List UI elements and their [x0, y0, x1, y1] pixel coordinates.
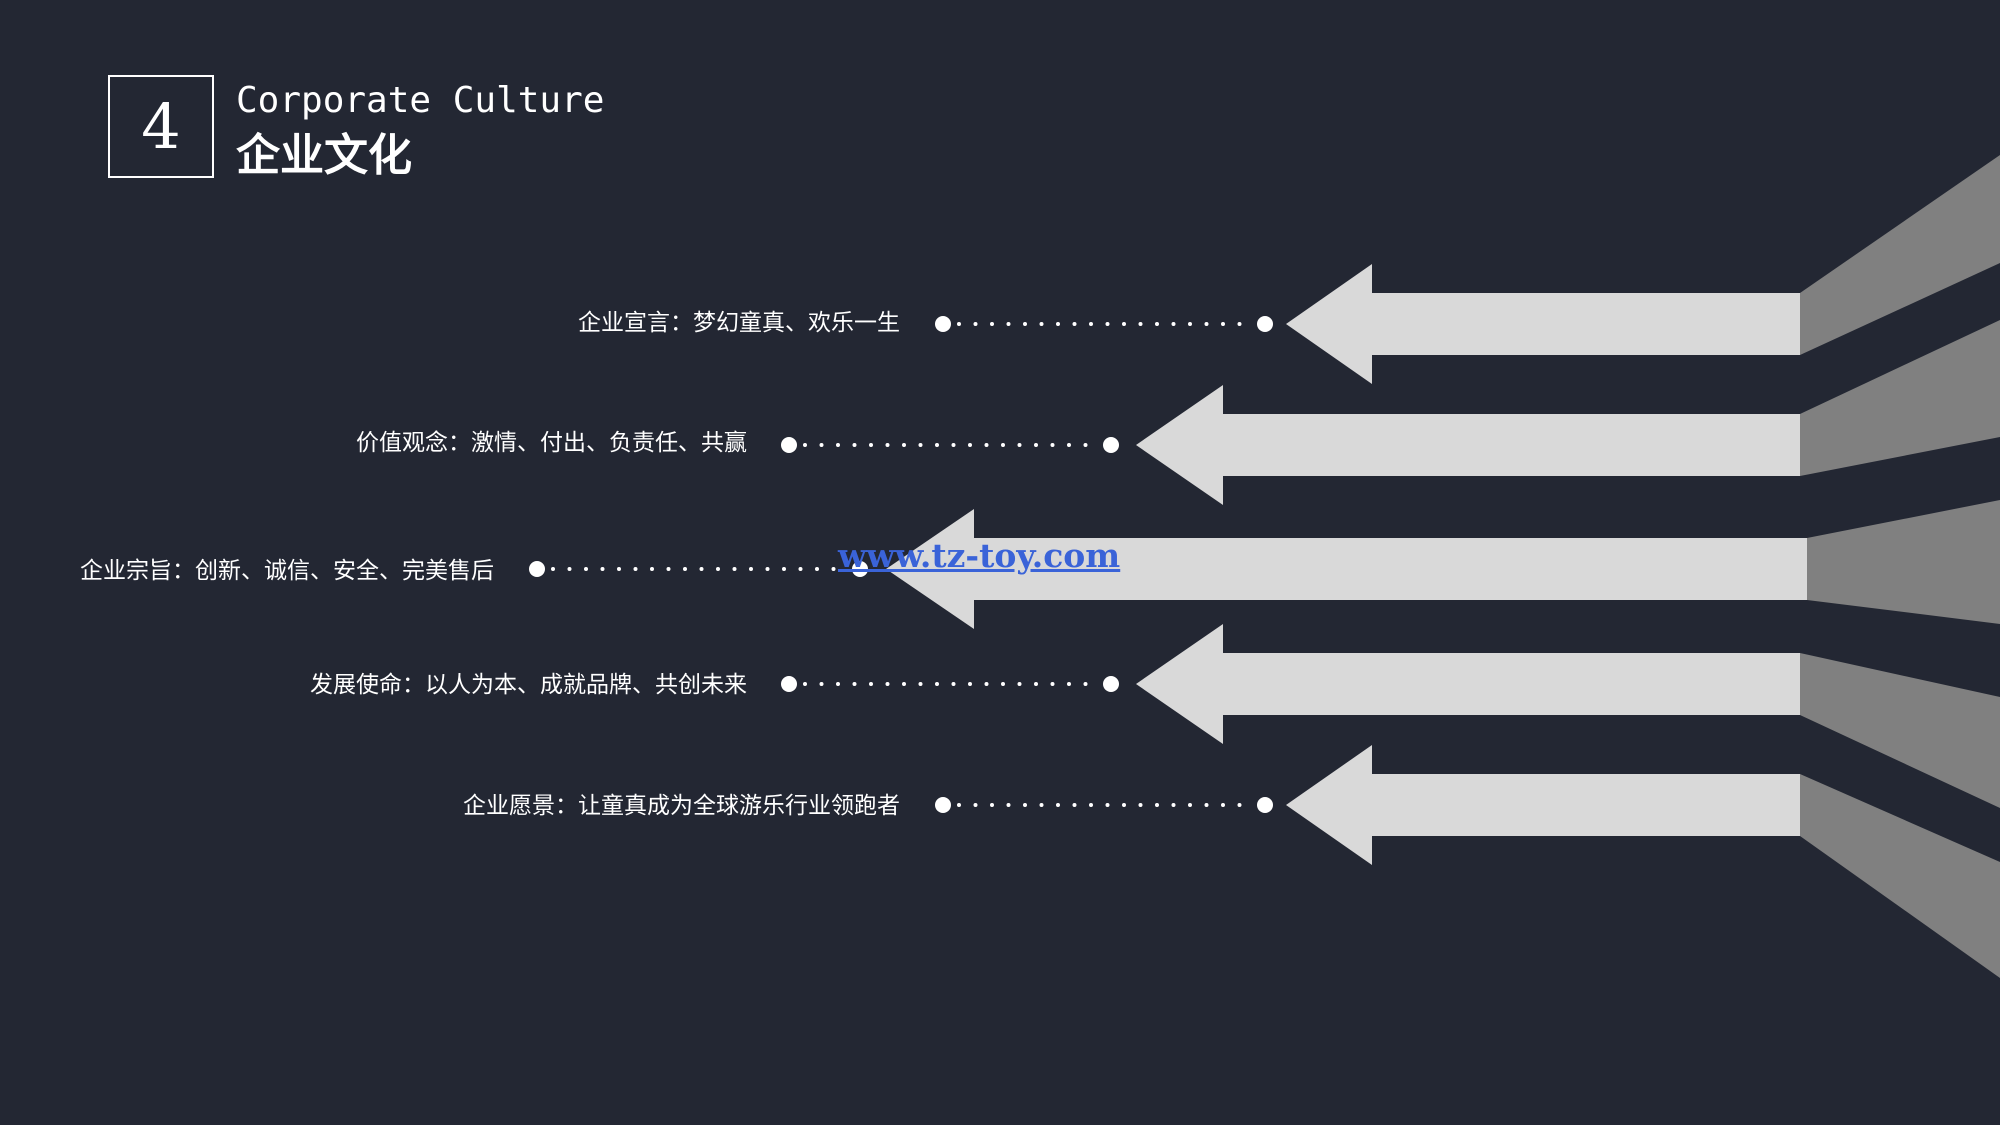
item-label-values: 价值观念：激情、付出、负责任、共赢 — [356, 430, 747, 456]
arrow-extension-purpose — [1807, 500, 2000, 624]
connector-dot-left-mission — [781, 676, 797, 692]
connector-dot-right-values — [1103, 437, 1119, 453]
connector-dot-right-mission — [1103, 676, 1119, 692]
arrow-purpose — [886, 509, 1807, 629]
connector-dot-right-vision — [1257, 797, 1273, 813]
connector-dot-right-purpose — [852, 561, 868, 577]
arrow-extension-mission — [1800, 653, 2000, 808]
arrow-values — [1136, 385, 1800, 505]
connector-dot-left-purpose — [529, 561, 545, 577]
arrow-mission — [1136, 624, 1800, 744]
connector-dot-left-declaration — [935, 316, 951, 332]
connector-dot-right-declaration — [1257, 316, 1273, 332]
arrow-vision — [1286, 745, 1800, 865]
connector-dot-left-values — [781, 437, 797, 453]
item-label-declaration: 企业宣言：梦幻童真、欢乐一生 — [578, 310, 900, 336]
item-label-vision: 企业愿景：让童真成为全球游乐行业领跑者 — [463, 793, 900, 819]
title-chinese: 企业文化 — [236, 130, 412, 181]
arrow-extension-values — [1800, 320, 2000, 476]
connector-dot-left-vision — [935, 797, 951, 813]
arrow-declaration — [1286, 264, 1800, 384]
section-number: 4 — [141, 89, 181, 163]
arrow-extension-vision — [1800, 774, 2000, 978]
item-label-mission: 发展使命：以人为本、成就品牌、共创未来 — [310, 672, 747, 698]
title-english: Corporate Culture — [236, 80, 605, 121]
section-number-box: 4 — [108, 75, 214, 178]
watermark-link[interactable]: www.tz-toy.com — [838, 536, 1121, 575]
item-label-purpose: 企业宗旨：创新、诚信、安全、完美售后 — [80, 558, 494, 584]
arrow-extension-declaration — [1800, 155, 2000, 355]
